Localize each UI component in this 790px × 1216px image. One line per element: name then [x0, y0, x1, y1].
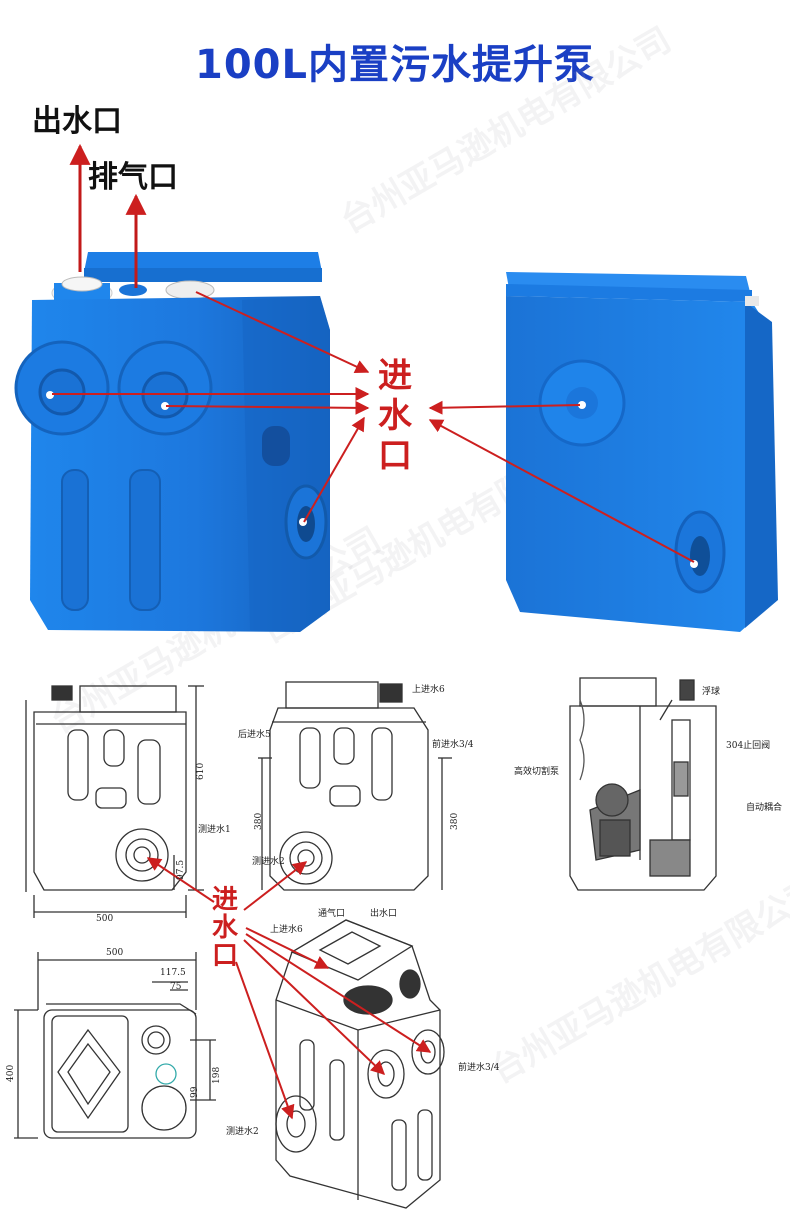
vent-label: 排气口 — [88, 160, 178, 195]
dim-380-left: 380 — [254, 812, 264, 830]
dim-380-right: 380 — [450, 812, 460, 830]
label-cutting-pump: 高效切割泵 — [514, 767, 560, 777]
inlet-char: 进 — [378, 356, 412, 396]
label-side-inlet-2: 测进水2 — [252, 857, 285, 867]
page-title: 100L内置污水提升泵 — [195, 42, 595, 88]
drawing-isometric-view — [275, 919, 445, 1209]
tank-photo-left — [14, 252, 330, 632]
dim-500-top: 500 — [106, 948, 124, 958]
dim-610: 610 — [196, 762, 206, 780]
tank-photo-right — [506, 272, 778, 632]
inlet-char: 口 — [212, 941, 239, 971]
label-side-inlet-2-iso: 测进水2 — [226, 1127, 259, 1137]
dim-500-front: 500 — [96, 914, 114, 924]
label-front-inlet-34-iso: 前进水3/4 — [458, 1063, 500, 1073]
label-check-valve: 304止回阀 — [726, 741, 771, 751]
inlet-char: 水 — [212, 913, 239, 943]
drawing-top-view — [14, 952, 216, 1139]
label-rear-inlet-5: 后进水5 — [238, 730, 271, 740]
dim-97-5: 97.5 — [176, 859, 186, 880]
label-top-inlet-6-iso: 上进水6 — [270, 925, 303, 935]
drawing-section-view — [569, 677, 717, 891]
inlet-label-photo: 进 水 口 — [378, 356, 412, 476]
label-top-inlet-6: 上进水6 — [412, 685, 445, 695]
label-auto-coupling: 自动耦合 — [746, 803, 783, 813]
dim-75: 75 — [170, 982, 182, 992]
dim-99: 99 — [190, 1086, 200, 1098]
label-vent-port: 通气口 — [318, 909, 346, 919]
drawing-side-view — [258, 681, 452, 891]
inlet-char: 口 — [378, 436, 412, 476]
label-float-ball: 浮球 — [702, 687, 721, 697]
inlet-label-diagram: 进 水 口 — [212, 886, 238, 970]
dim-198: 198 — [212, 1066, 222, 1084]
dim-400: 400 — [6, 1064, 16, 1082]
inlet-char: 进 — [212, 885, 239, 915]
label-outlet-port: 出水口 — [370, 909, 398, 919]
label-front-inlet-34: 前进水3/4 — [432, 740, 474, 750]
inlet-char: 水 — [378, 396, 412, 436]
dim-117-5: 117.5 — [160, 968, 186, 978]
drawing-front-view — [25, 685, 204, 918]
outlet-label: 出水口 — [32, 104, 122, 139]
label-side-inlet-1: 测进水1 — [198, 825, 231, 835]
